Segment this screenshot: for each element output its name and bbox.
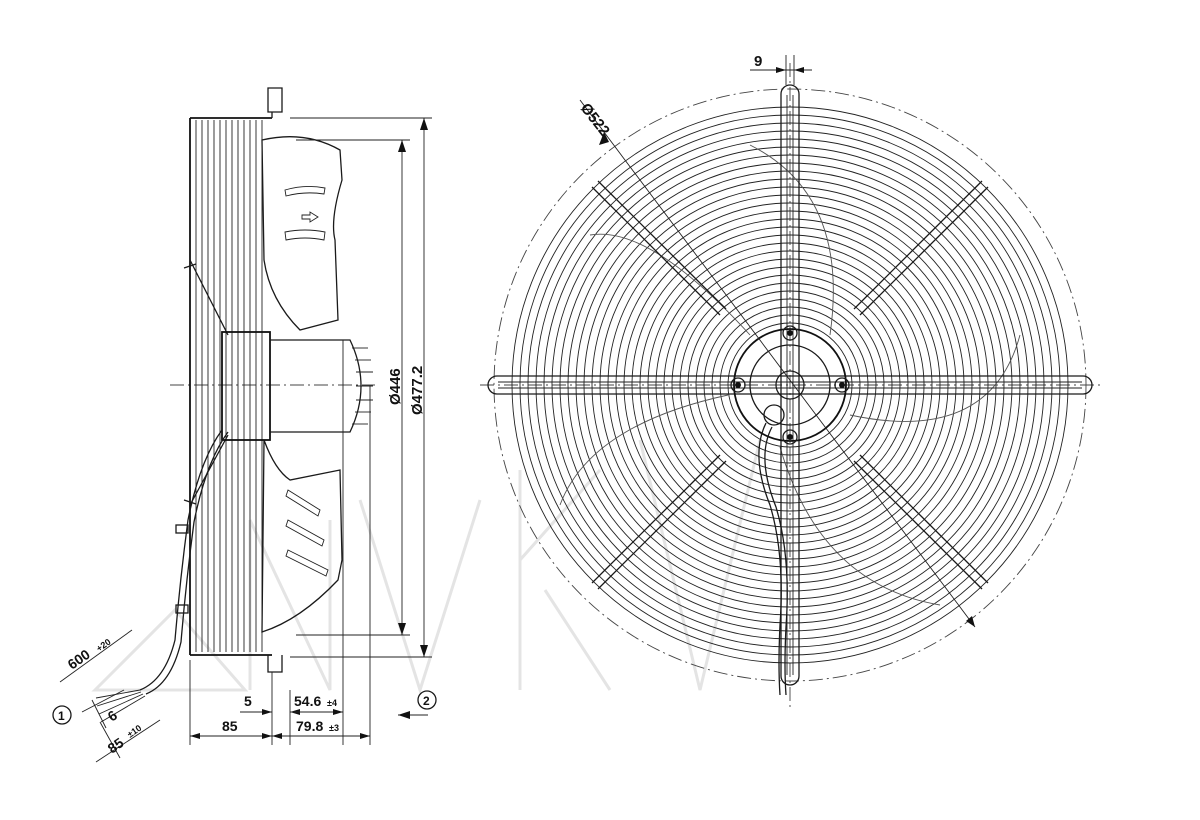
blade-lower	[261, 439, 343, 633]
guard-top-lug	[267, 87, 283, 118]
dim-dia-522: Ø522	[577, 100, 613, 139]
guard-bottom-lug	[267, 655, 283, 673]
airflow-arrow-icon	[301, 211, 319, 223]
cable	[139, 429, 223, 691]
cable-outer	[145, 431, 229, 695]
blade-upper	[261, 136, 343, 331]
motor-housing	[270, 339, 362, 433]
dia-522-leader	[579, 99, 976, 628]
callout-2: 2	[423, 694, 430, 708]
dim-strip-85-tol: ±10	[125, 723, 143, 740]
hub-inner	[749, 344, 831, 426]
dim-width-9-label: 9	[754, 53, 762, 70]
dim-horizontal	[189, 660, 428, 745]
guard-rings	[511, 106, 1069, 664]
guard-ribs	[195, 120, 263, 652]
dim-79-8-tol: ±3	[329, 723, 339, 733]
cable-wires	[95, 689, 146, 723]
side-view: Ø446 Ø477.2 5 54.6 ±4 85 79.8 ±3 2	[52, 87, 437, 763]
dim-cable-600-tol: +20	[94, 637, 112, 654]
dim-6: 6	[105, 707, 121, 725]
callout-1-circle	[52, 705, 72, 725]
diagonal-struts	[591, 180, 989, 590]
cable-gland	[763, 404, 785, 426]
dim-width-9	[750, 55, 812, 85]
guard-frame	[189, 117, 272, 656]
dim-79-8: 79.8	[296, 718, 323, 734]
callout-1: 1	[58, 709, 65, 723]
front-view	[480, 55, 1100, 707]
dim-5: 5	[244, 693, 252, 709]
cable-clip-1	[175, 524, 189, 534]
dim-54-6: 54.6	[294, 693, 321, 709]
front-cable	[758, 422, 782, 696]
hub-center	[775, 370, 805, 400]
callout-2-circle	[417, 690, 437, 710]
dim-85: 85	[222, 718, 238, 734]
mount-bolts	[730, 325, 850, 445]
dim-vertical	[290, 117, 432, 745]
blade-lower-slots	[285, 489, 329, 577]
dim-strip-85: 85	[105, 734, 127, 756]
front-cable-outer	[764, 426, 788, 696]
dim-54-6-tol: ±4	[327, 698, 337, 708]
dim-cable-600: 600	[65, 646, 93, 673]
dim-dia-477: Ø477.2	[409, 366, 426, 415]
blade-upper-slots	[284, 185, 326, 241]
hub-outer	[733, 328, 847, 442]
motor-hub	[221, 331, 271, 441]
cross-rails	[487, 84, 1093, 686]
cable-clip-2	[175, 604, 189, 614]
dim-dia-446: Ø446	[387, 368, 404, 405]
dim-cable	[59, 629, 161, 763]
